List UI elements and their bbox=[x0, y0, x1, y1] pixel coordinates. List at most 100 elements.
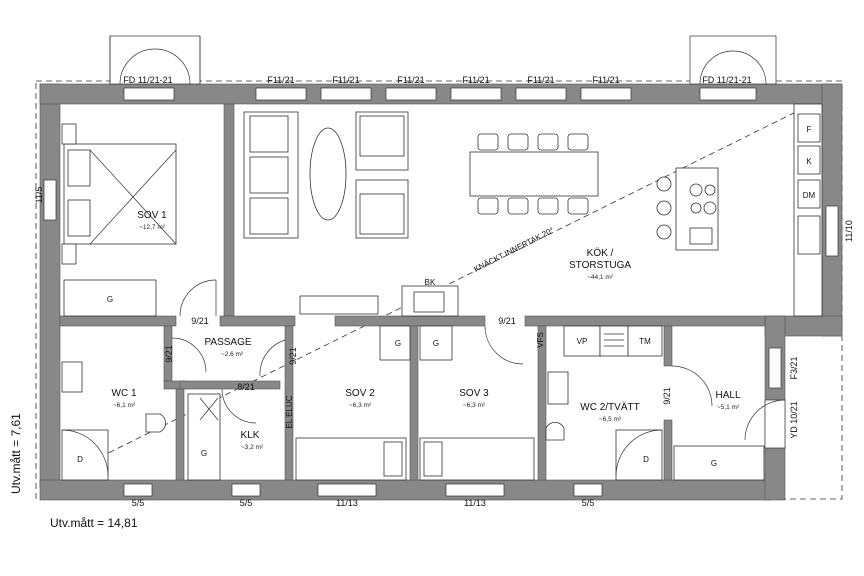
outer-walls bbox=[39, 83, 843, 501]
bottom-window-4-label: 11/13 bbox=[464, 498, 486, 508]
bk-label: BK bbox=[425, 278, 436, 287]
sov2-area: ~6,3 m² bbox=[349, 402, 372, 409]
kok-door-label: 9/21 bbox=[498, 316, 516, 326]
french-door-left bbox=[109, 35, 201, 85]
kok-name-line2: STORSTUGA bbox=[569, 260, 631, 271]
bottom-window-3-label: 11/13 bbox=[336, 498, 358, 508]
passage-sov2-door-label: 9/21 bbox=[288, 347, 298, 365]
bottom-window-5-label: 5/5 bbox=[582, 498, 595, 508]
right-window-label: 11/10 bbox=[844, 220, 854, 242]
sov1-door-swing bbox=[179, 279, 217, 317]
left-window-label: 11/5 bbox=[34, 187, 44, 204]
dining-table bbox=[469, 133, 599, 215]
vp-label: VP bbox=[577, 337, 588, 346]
wc2-shower-label: D bbox=[643, 455, 649, 464]
vfs-label: VFS bbox=[536, 332, 545, 348]
french-door-right bbox=[689, 35, 777, 85]
top-windows bbox=[123, 87, 757, 101]
wc1-sink bbox=[61, 361, 83, 393]
fd-right-label: FD 11/21-21 bbox=[702, 75, 751, 85]
wardrobe-sov1 bbox=[63, 279, 157, 317]
hall-wardrobe bbox=[673, 445, 765, 481]
sov3-wardrobe-label: G bbox=[433, 339, 439, 348]
passage-door-swing-wc1 bbox=[171, 337, 207, 373]
wc2-shower-door bbox=[615, 429, 663, 477]
klk-name: KLK bbox=[241, 430, 260, 441]
wc2-name: WC 2/TVÄTT bbox=[580, 401, 639, 413]
dishwasher-label: DM bbox=[803, 191, 816, 200]
fridge-label: F bbox=[807, 125, 812, 134]
window-f2-label: F11/21 bbox=[332, 75, 359, 85]
window-f3-label: F11/21 bbox=[397, 75, 424, 85]
wc2-toilet bbox=[545, 422, 565, 441]
sov1-door-label: 9/21 bbox=[191, 316, 209, 326]
wardrobe-sov1-label: G bbox=[107, 295, 113, 304]
entrance-door-opening bbox=[764, 399, 786, 449]
sov2-wardrobe bbox=[379, 325, 411, 361]
hall-area: ~5,1 m² bbox=[717, 404, 740, 411]
entrance-door-swing bbox=[744, 399, 786, 441]
bk-unit bbox=[401, 285, 459, 317]
wc1-toilet bbox=[145, 413, 166, 433]
kitchen-island bbox=[656, 167, 719, 251]
wc1-shower-label: D bbox=[77, 455, 83, 464]
sov2-wardrobe-label: G bbox=[395, 339, 401, 348]
klk-wardrobe bbox=[187, 393, 221, 481]
window-f5-label: F11/21 bbox=[527, 75, 554, 85]
passage-area: ~2,6 m² bbox=[221, 351, 244, 358]
fd-left-label: FD 11/21-21 bbox=[123, 75, 172, 85]
klk-hanging-rail bbox=[199, 397, 219, 421]
wc2-shower bbox=[615, 429, 663, 481]
hall-window bbox=[768, 347, 782, 389]
tm-label: TM bbox=[639, 337, 651, 346]
sov3-area: ~6,3 m² bbox=[463, 402, 486, 409]
kok-area: ~44,1 m² bbox=[587, 274, 614, 281]
passage-door-swing-sov2 bbox=[259, 339, 286, 377]
utv-width-label: Utv.mått = 14,81 bbox=[50, 516, 138, 530]
wc1-shower-door bbox=[61, 429, 109, 477]
el-eluc-label: EL ELUC bbox=[285, 395, 294, 428]
sov3-name: SOV 3 bbox=[459, 388, 489, 399]
fireplace bbox=[299, 295, 379, 315]
window-f6-label: F11/21 bbox=[592, 75, 619, 85]
passage-wc1-door-label: 9/21 bbox=[164, 345, 174, 363]
hall-f3-label: F3/21 bbox=[789, 356, 799, 379]
wc2-door-label: 9/21 bbox=[662, 387, 672, 405]
interior-walls bbox=[59, 103, 766, 481]
wc1-shower bbox=[61, 429, 109, 481]
laundry-units bbox=[563, 325, 663, 357]
klk-area: ~3,2 m² bbox=[241, 444, 264, 451]
sov3-pillow bbox=[423, 441, 443, 477]
sov1-name: SOV 1 bbox=[137, 210, 167, 221]
wc2-sink bbox=[547, 371, 569, 405]
klk-door-label: 8/21 bbox=[237, 382, 255, 392]
bottom-window-2-label: 5/5 bbox=[240, 498, 253, 508]
hall-wardrobe-label: G bbox=[711, 459, 717, 468]
kitchen-counter bbox=[793, 103, 823, 317]
sov2-name: SOV 2 bbox=[345, 388, 375, 399]
wc2-area: ~6,5 m² bbox=[599, 416, 622, 423]
bottom-windows bbox=[123, 483, 603, 497]
sov1-area: ~12,7 m² bbox=[139, 224, 166, 231]
bed-sov1 bbox=[61, 123, 177, 265]
ceiling-annotation: KNÄCKT INNERTAK 20° bbox=[472, 226, 555, 274]
right-window bbox=[825, 205, 839, 257]
wc1-name: WC 1 bbox=[112, 388, 137, 399]
sofa-group bbox=[243, 111, 409, 239]
window-f1-label: F11/21 bbox=[267, 75, 294, 85]
left-window bbox=[43, 179, 57, 221]
kok-door-swing bbox=[484, 325, 524, 365]
klk-wardrobe-label: G bbox=[201, 449, 207, 458]
wc2-door-swing bbox=[671, 365, 713, 407]
klk-door-swing bbox=[221, 388, 257, 424]
utv-height-label: Utv.mått = 7,61 bbox=[9, 413, 23, 494]
passage-name: PASSAGE bbox=[204, 337, 251, 348]
wc1-area: ~6,1 m² bbox=[113, 402, 136, 409]
kok-name-line1: KÖK / bbox=[587, 247, 614, 259]
sov2-pillow bbox=[383, 441, 403, 477]
kitchen-k-label: K bbox=[806, 157, 812, 166]
sov3-wardrobe bbox=[419, 325, 453, 361]
hall-yd-label: YD 10/21 bbox=[789, 401, 799, 439]
window-f4-label: F11/21 bbox=[462, 75, 489, 85]
